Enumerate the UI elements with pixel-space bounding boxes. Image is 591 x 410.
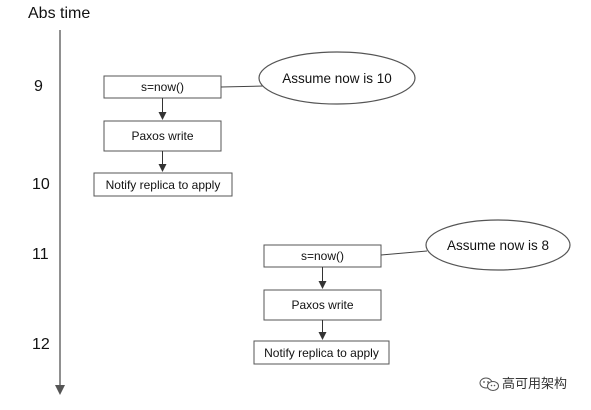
axis-tick-10: 10 [32, 176, 50, 193]
left-step-paxos-box [103, 120, 222, 152]
left-step-paxos-label: Paxos write [131, 129, 193, 143]
right-step-paxos-box [263, 289, 382, 321]
right-step-paxos-label: Paxos write [291, 298, 353, 312]
right-flow: s=now() Assume now is 8 Paxos write Noti… [253, 219, 571, 365]
right-callout-ellipse [425, 219, 571, 271]
right-step-now-label: s=now() [301, 249, 344, 263]
left-step-now-label: s=now() [141, 80, 184, 94]
watermark-text: 高可用架构 [502, 376, 567, 392]
left-step-notify-label: Notify replica to apply [106, 178, 221, 192]
left-callout-label: Assume now is 10 [282, 71, 392, 86]
left-flow: s=now() Assume now is 10 Paxos write Not… [93, 51, 416, 197]
axis-tick-11: 11 [32, 246, 49, 263]
left-callout-connector [220, 85, 265, 88]
watermark: 高可用架构 [479, 376, 567, 392]
right-callout-connector [380, 250, 428, 256]
wechat-icon [479, 377, 499, 391]
left-step-notify-box [93, 172, 233, 197]
axis-tick-9: 9 [34, 78, 43, 95]
right-callout-label: Assume now is 8 [447, 238, 549, 253]
right-step-notify-box [253, 340, 390, 365]
left-callout-ellipse [258, 51, 416, 105]
axis-tick-12: 12 [32, 336, 50, 353]
right-step-notify-label: Notify replica to apply [264, 346, 379, 360]
axis-title: Abs time [28, 5, 90, 22]
